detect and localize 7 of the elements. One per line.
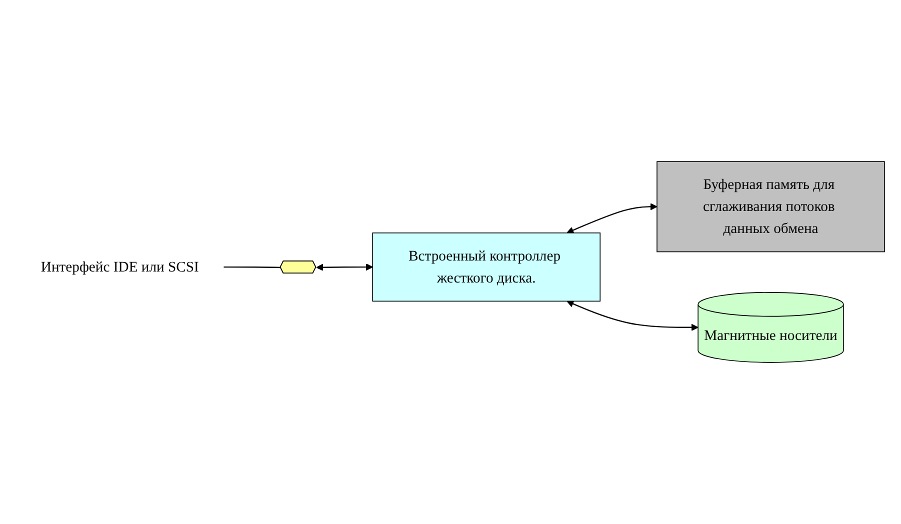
arrow (566, 300, 698, 331)
node-box: Встроенный контроллер жесткого диска. (372, 232, 601, 302)
connector (223, 266, 281, 268)
arrow (316, 263, 373, 271)
node-text: Интерфейс IDE или SCSI (40, 258, 199, 275)
arrow (566, 203, 658, 234)
node-box: Буферная память для сглаживания потоков данных обмена (656, 161, 885, 252)
